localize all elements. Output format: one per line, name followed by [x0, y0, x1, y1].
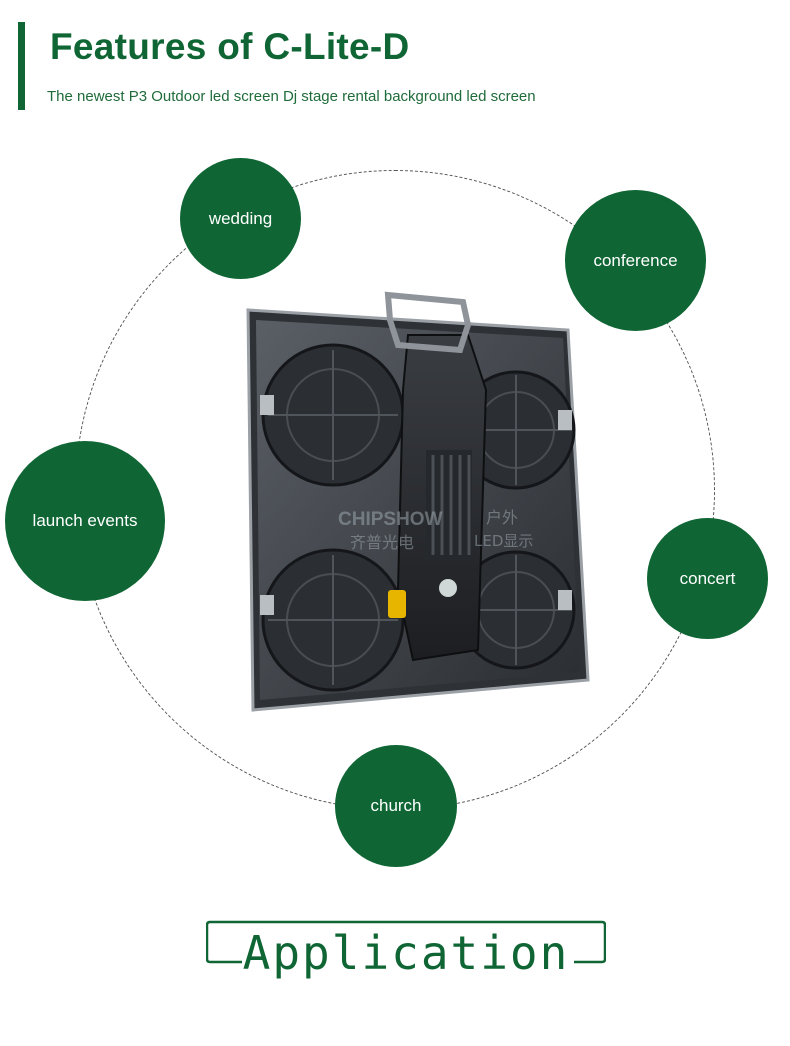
- application-frame: [206, 920, 606, 964]
- application-wedding-label: wedding: [208, 208, 273, 228]
- title-accent-bar: [18, 22, 25, 110]
- page-subtitle: The newest P3 Outdoor led screen Dj stag…: [47, 88, 536, 105]
- application-church: church: [335, 745, 457, 867]
- watermark-cn-right: 户外: [486, 508, 518, 527]
- watermark-cn-right2: LED显示: [474, 532, 533, 550]
- application-wedding: wedding: [180, 158, 301, 279]
- application-conference: conference: [565, 190, 706, 331]
- application-concert-label: concert: [679, 568, 736, 588]
- watermark-cn-left: 齐普光电: [350, 533, 414, 552]
- application-launch-events-label: launch events: [32, 511, 138, 530]
- watermark-brand: CHIPSHOW: [338, 509, 443, 530]
- page-title: Features of C-Lite-D: [50, 26, 410, 67]
- application-church-label: church: [370, 796, 422, 815]
- application-conference-label: conference: [593, 250, 678, 270]
- application-heading: Application: [242, 926, 570, 980]
- led-cabinet-image: CHIPSHOW 齐普光电 户外 LED显示: [246, 291, 590, 712]
- application-launch-events: launch events: [5, 441, 165, 601]
- application-concert: concert: [647, 518, 768, 639]
